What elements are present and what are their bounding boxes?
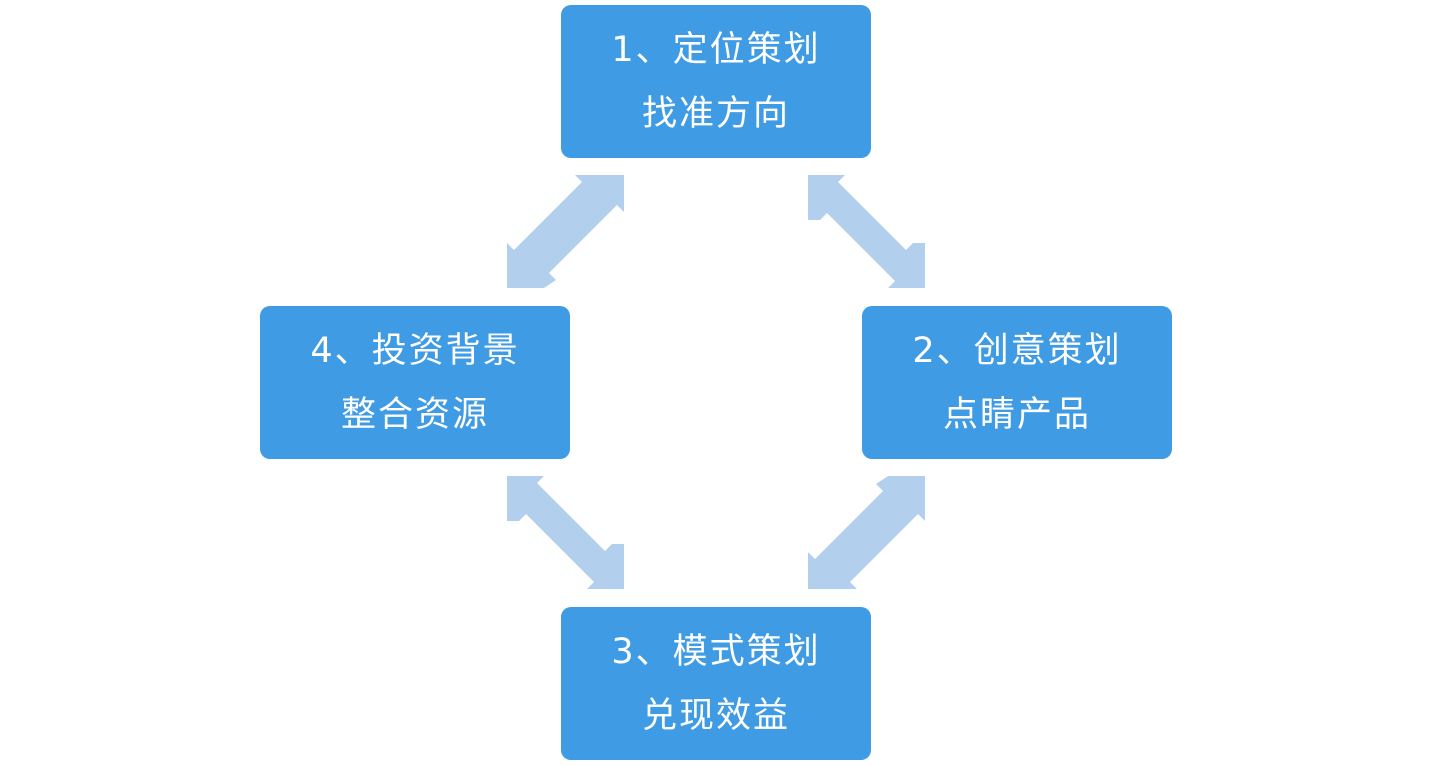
- step-subtitle: 兑现效益: [641, 695, 790, 736]
- step-box-investment: 4、投资背景 整合资源: [260, 306, 570, 459]
- step-subtitle: 点睛产品: [942, 394, 1091, 435]
- step-title: 2、创意策划: [912, 330, 1122, 371]
- step-box-positioning: 1、定位策划 找准方向: [561, 5, 871, 158]
- arrow-step4-step1: [507, 175, 624, 288]
- step-box-creative: 2、创意策划 点睛产品: [862, 306, 1172, 459]
- step-title: 4、投资背景: [310, 330, 520, 371]
- step-title: 3、模式策划: [611, 631, 821, 672]
- arrow-step3-step4: [507, 476, 624, 589]
- arrow-step1-step2: [808, 175, 925, 288]
- step-box-model: 3、模式策划 兑现效益: [561, 607, 871, 760]
- step-title: 1、定位策划: [611, 29, 821, 70]
- arrow-step2-step3: [808, 476, 925, 589]
- step-subtitle: 找准方向: [641, 93, 790, 134]
- step-subtitle: 整合资源: [340, 394, 489, 435]
